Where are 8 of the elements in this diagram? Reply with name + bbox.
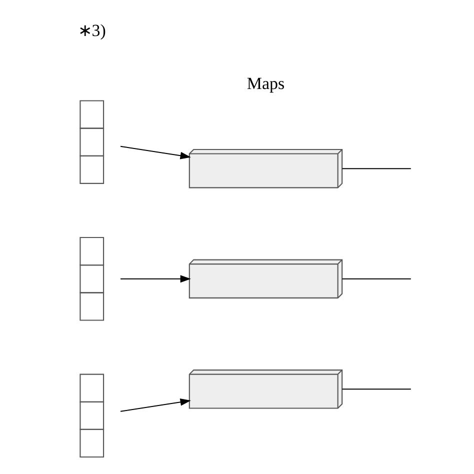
connector xyxy=(342,388,410,390)
arrow xyxy=(120,275,190,283)
label: ∗3) xyxy=(77,20,106,40)
connector xyxy=(342,278,410,280)
connector xyxy=(342,168,410,170)
arrow xyxy=(120,398,190,412)
arrow xyxy=(120,146,190,160)
label: Maps xyxy=(246,74,284,93)
